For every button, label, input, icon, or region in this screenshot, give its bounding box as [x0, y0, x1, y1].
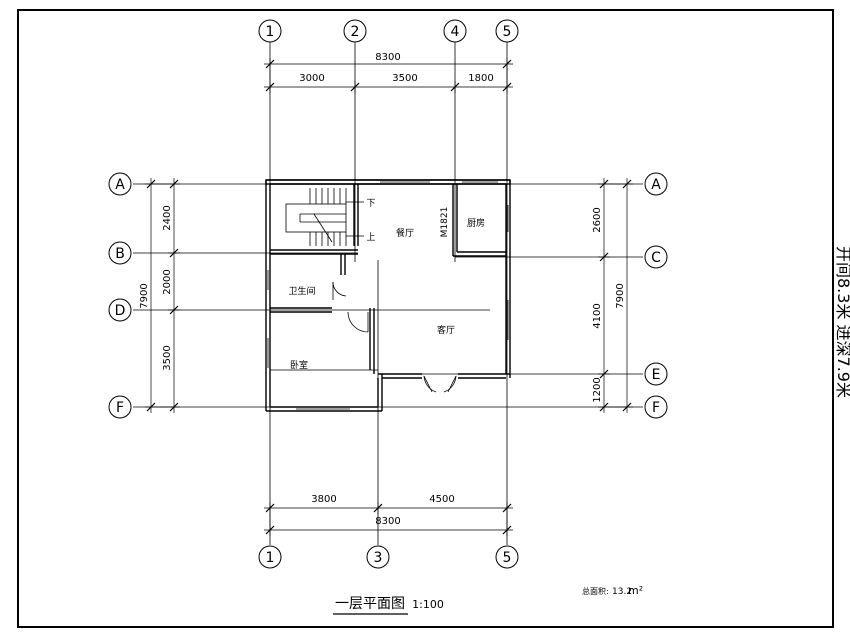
dim-left-2: 2000 [162, 269, 173, 294]
grid-label-right-a: A [651, 177, 661, 193]
dim-left-1: 2400 [162, 205, 173, 230]
grid-label-right-c: C [651, 250, 661, 266]
dim-bottom-1: 3800 [311, 494, 336, 505]
grid-label-bottom-3: 3 [374, 550, 383, 566]
sheet-border [17, 9, 834, 628]
dim-top-1: 3000 [299, 73, 324, 84]
grid-label-top-5: 5 [503, 24, 512, 40]
doors [332, 281, 457, 393]
dimension-ticks [146, 59, 632, 535]
dim-bottom-2: 4500 [429, 494, 454, 505]
dim-top-total: 8300 [375, 52, 400, 63]
grid-axis-lines [133, 42, 643, 545]
dim-right-total: 7900 [615, 283, 626, 308]
stair-up-label: 上 [366, 232, 375, 243]
dim-right-2: 4100 [592, 303, 603, 328]
area-unit: m² [628, 584, 643, 597]
drawing-title: 一层平面图 [335, 596, 405, 612]
grid-label-left-d: D [115, 303, 126, 319]
room-label-kitchen: 厨房 [467, 217, 485, 229]
stair-down-label: 下 [366, 199, 375, 209]
dim-top-2: 3500 [392, 73, 417, 84]
dim-bottom-total: 8300 [375, 516, 400, 527]
grid-label-bottom-5: 5 [503, 550, 512, 566]
dim-right-3: 1200 [592, 377, 603, 402]
side-caption: 开间8.3米 进深7.9米 [834, 246, 850, 398]
dim-left-3: 3500 [162, 345, 173, 370]
grid-label-top-1: 1 [266, 24, 275, 40]
dimension-lines [145, 58, 633, 536]
dim-right-1: 2600 [592, 207, 603, 232]
windows [267, 181, 509, 410]
grid-label-left-b: B [115, 246, 125, 262]
staircase [285, 188, 364, 246]
room-label-living: 客厅 [437, 324, 455, 336]
drawing-scale: 1:100 [412, 598, 444, 611]
room-label-bathroom: 卫生间 [288, 285, 315, 297]
walls [265, 179, 511, 412]
room-label-dining: 餐厅 [396, 227, 414, 239]
area-value: 13.2 [612, 587, 632, 597]
grid-label-left-f: F [116, 400, 124, 416]
door-tag: M1821 [440, 207, 450, 238]
room-label-bedroom: 卧室 [290, 359, 308, 371]
dim-top-3: 1800 [468, 73, 493, 84]
area-label: 总面积: [582, 586, 609, 596]
grid-label-top-2: 2 [351, 24, 360, 40]
grid-label-right-f: F [652, 400, 660, 416]
dim-left-total: 7900 [139, 283, 150, 308]
grid-label-right-e: E [652, 367, 661, 383]
grid-label-top-4: 4 [451, 24, 460, 40]
grid-label-left-a: A [115, 177, 125, 193]
grid-bubbles [108, 19, 668, 569]
grid-label-bottom-1: 1 [266, 550, 275, 566]
